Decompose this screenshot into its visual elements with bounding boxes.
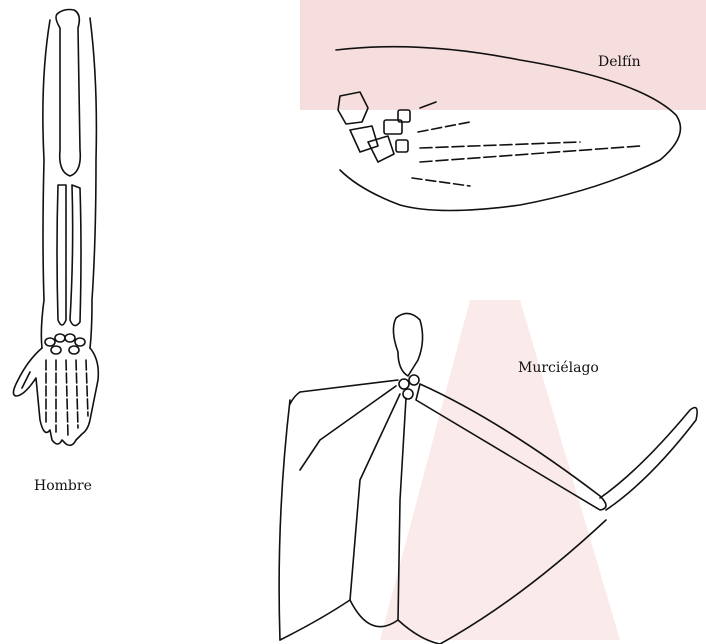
- human-carpal: [55, 334, 65, 342]
- human-finger-bone: [86, 360, 88, 416]
- human-arm: [13, 10, 98, 446]
- dolphin-label: Delfín: [598, 54, 641, 70]
- human-humerus: [56, 10, 80, 177]
- dolphin-ulna: [368, 136, 394, 162]
- human-label: Hombre: [34, 478, 92, 494]
- human-ulna: [70, 185, 81, 326]
- bat-shoulder-bone: [393, 313, 422, 376]
- human-radius: [57, 185, 66, 325]
- human-carpal: [65, 334, 75, 342]
- watermark-triangle: [380, 300, 620, 640]
- bat-label: Murciélago: [518, 360, 599, 376]
- human-thumb-bone: [22, 372, 30, 388]
- bat-finger-3: [350, 394, 400, 600]
- dolphin-digit-4: [420, 146, 640, 162]
- dolphin-digit-3: [420, 142, 580, 148]
- bat-finger-1: [300, 380, 398, 392]
- human-carpal: [51, 346, 61, 354]
- bat-finger-2: [300, 386, 396, 470]
- human-finger-bone: [76, 360, 78, 428]
- human-arm-outline-left: [41, 20, 50, 348]
- human-finger-bone: [66, 360, 68, 436]
- dolphin-carpal: [396, 140, 408, 152]
- bat-wing-edge-left: [279, 400, 290, 640]
- human-arm-outline-right: [90, 18, 96, 348]
- human-carpal: [45, 338, 55, 346]
- dolphin-digit-5: [412, 178, 470, 186]
- dolphin-radius: [350, 126, 378, 152]
- bat-upper-arm: [600, 408, 697, 510]
- human-carpal: [69, 346, 79, 354]
- human-carpal: [75, 338, 85, 346]
- bat-carpal: [409, 375, 419, 385]
- bat-carpal: [399, 379, 409, 389]
- bat-wing-tip: [290, 392, 300, 404]
- dolphin-digit-2: [418, 122, 470, 132]
- bat-carpal: [403, 389, 413, 399]
